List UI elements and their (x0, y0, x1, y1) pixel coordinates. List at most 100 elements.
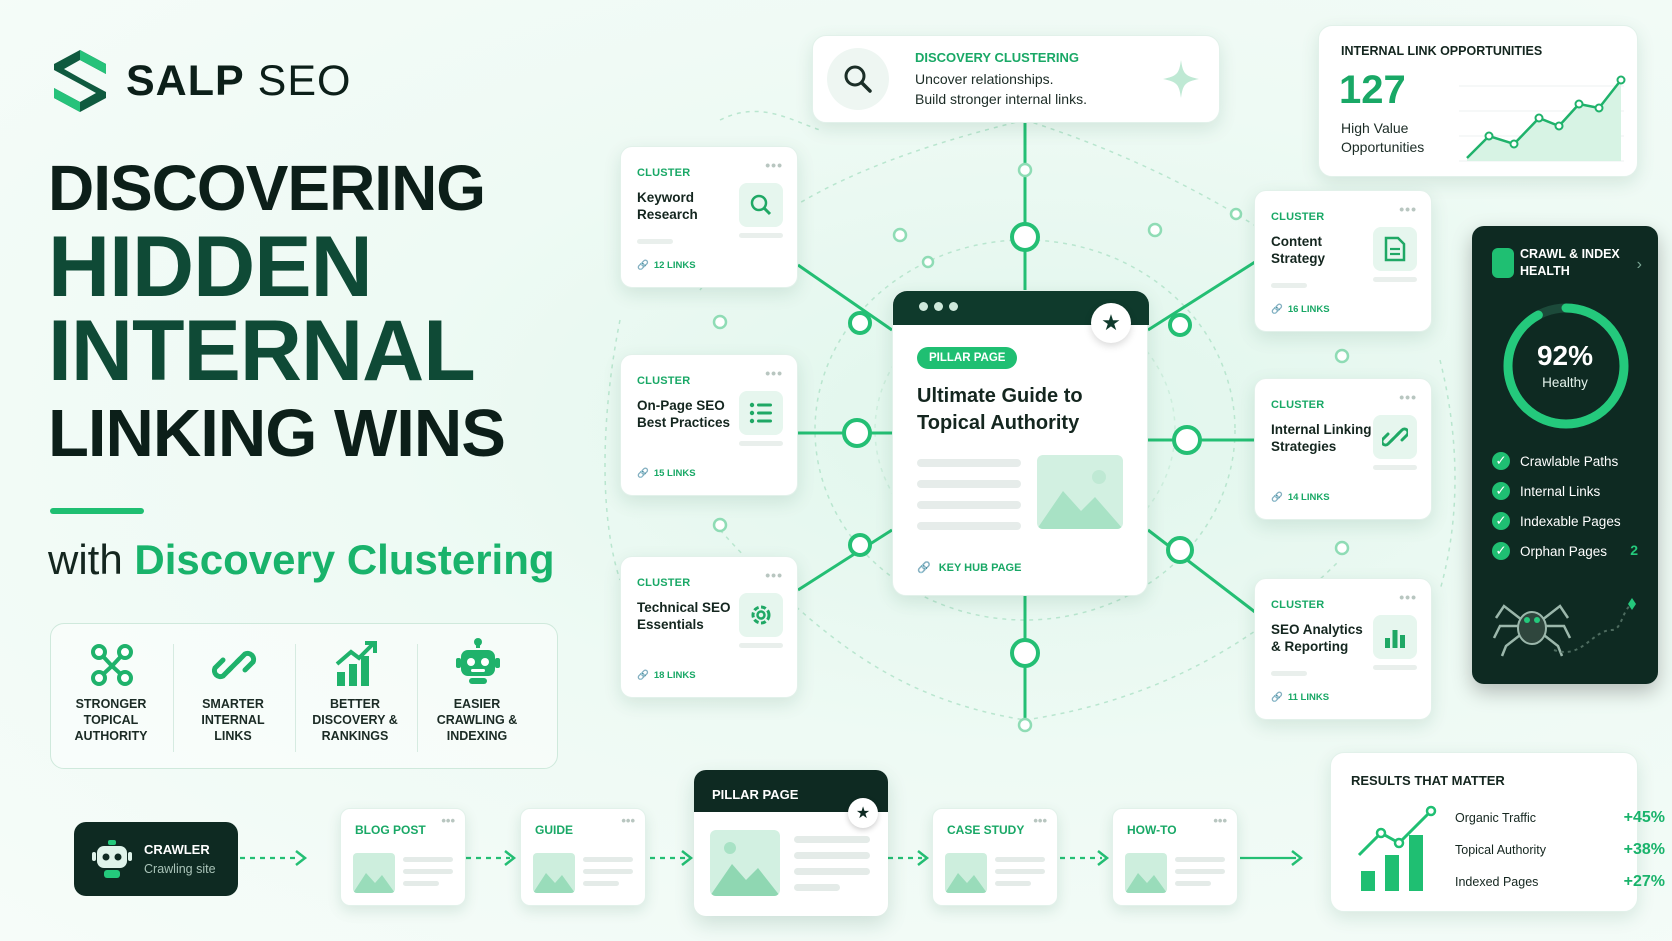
image-placeholder-icon (1037, 455, 1123, 529)
results-row-indexed-pages: +27%Indexed Pages (1455, 873, 1665, 890)
more-icon[interactable]: ••• (621, 813, 635, 828)
results-value: +27% (1623, 873, 1665, 890)
chevron-right-icon[interactable]: › (1636, 256, 1642, 273)
headline-line-1: DISCOVERING (48, 152, 486, 224)
link-icon: 🔗 (917, 562, 931, 574)
discovery-title: DISCOVERY CLUSTERING (915, 50, 1079, 65)
placeholder-line (583, 881, 619, 886)
star-icon[interactable]: ★ (848, 798, 878, 828)
more-icon[interactable]: ••• (1033, 813, 1047, 828)
headline: DISCOVERING HIDDEN INTERNAL LINKING WINS (48, 150, 506, 474)
cluster-links: 🔗12 LINKS (637, 260, 696, 271)
crawler-title: CRAWLER (144, 842, 210, 857)
placeholder-bar (1373, 465, 1417, 470)
flow-pillar-title: PILLAR PAGE (712, 787, 799, 802)
gear-icon (739, 593, 783, 637)
link-icon (211, 650, 257, 680)
flow-card-title: HOW-TO (1127, 823, 1177, 837)
cluster-card-technical-seo[interactable]: CLUSTER ••• Technical SEO Essentials 🔗18… (620, 556, 798, 698)
placeholder-line (1175, 869, 1225, 874)
discovery-line-1: Uncover relationships. (915, 71, 1054, 87)
more-icon[interactable]: ••• (1213, 813, 1227, 828)
more-icon[interactable]: ••• (1399, 201, 1417, 217)
feature-crawling-indexing: EASIER CRAWLING & INDEXING (417, 624, 537, 774)
health-ring (1503, 303, 1629, 429)
flow-card-case-study[interactable]: CASE STUDY ••• (932, 808, 1058, 906)
feature-label: EASIER CRAWLING & INDEXING (436, 697, 518, 743)
feature-divider (295, 644, 296, 752)
sparkle-icon (1163, 60, 1199, 98)
opportunities-card: INTERNAL LINK OPPORTUNITIES 127 High Val… (1318, 25, 1638, 177)
headline-divider (50, 508, 144, 514)
more-icon[interactable]: ••• (1399, 589, 1417, 605)
cluster-name: SEO Analytics & Reporting (1271, 622, 1363, 654)
placeholder-bar (1373, 665, 1417, 670)
flow-card-pillar-page[interactable]: PILLAR PAGE ★ (694, 770, 888, 916)
placeholder-bar (1373, 277, 1417, 282)
feature-divider (417, 644, 418, 752)
health-title-1: CRAWL & INDEX (1520, 247, 1620, 261)
shield-icon (1492, 248, 1514, 278)
feature-divider (173, 644, 174, 752)
link-icon (1373, 415, 1417, 459)
flow-card-guide[interactable]: GUIDE ••• (520, 808, 646, 906)
more-icon[interactable]: ••• (765, 365, 783, 381)
feature-internal-links: SMARTER INTERNAL LINKS (173, 624, 293, 774)
results-card: RESULTS THAT MATTER +45%Organic Traffic … (1330, 752, 1665, 912)
star-icon[interactable]: ★ (1091, 303, 1131, 343)
headline-line-2: HIDDEN (48, 219, 373, 315)
opportunities-value: 127 (1339, 68, 1406, 112)
link-icon: 🔗 (1271, 492, 1283, 503)
salp-logo-icon (54, 50, 106, 112)
more-icon[interactable]: ••• (765, 567, 783, 583)
health-item-orphan: ✓Orphan Pages (1492, 542, 1607, 560)
subheadline-accent: Discovery Clustering (134, 536, 555, 583)
results-value: +45% (1623, 809, 1665, 826)
robot-icon (456, 638, 500, 684)
health-panel: CRAWL & INDEX HEALTH › 92% Healthy ✓Craw… (1472, 226, 1658, 684)
discovery-line-2: Build stronger internal links. (915, 91, 1087, 107)
opportunities-trend-chart (1459, 75, 1626, 162)
image-placeholder-icon (353, 853, 395, 893)
check-icon: ✓ (1492, 482, 1510, 500)
cluster-links: 🔗16 LINKS (1271, 304, 1330, 315)
pillar-footer: 🔗KEY HUB PAGE (917, 561, 1022, 575)
flow-card-how-to[interactable]: HOW-TO ••• (1112, 808, 1238, 906)
cluster-card-on-page-seo[interactable]: CLUSTER ••• On-Page SEO Best Practices 🔗… (620, 354, 798, 496)
health-title-2: HEALTH (1520, 264, 1570, 278)
cluster-card-seo-analytics[interactable]: CLUSTER ••• SEO Analytics & Reporting 🔗1… (1254, 578, 1432, 720)
results-row-topical-authority: +38%Topical Authority (1455, 841, 1665, 858)
placeholder-line (794, 852, 870, 859)
opportunities-label-2: Opportunities (1341, 139, 1425, 155)
features-panel: STRONGER TOPICAL AUTHORITY SMARTER INTER… (50, 623, 558, 769)
feature-topical-authority: STRONGER TOPICAL AUTHORITY (51, 624, 171, 774)
opportunities-title: INTERNAL LINK OPPORTUNITIES (1341, 44, 1543, 58)
flow-card-blog-post[interactable]: BLOG POST ••• (340, 808, 466, 906)
feature-discovery-rankings: BETTER DISCOVERY & RANKINGS (295, 624, 415, 774)
check-icon: ✓ (1492, 542, 1510, 560)
cluster-tag: CLUSTER (1271, 599, 1325, 611)
cluster-links: 🔗14 LINKS (1271, 492, 1330, 503)
more-icon[interactable]: ••• (1399, 389, 1417, 405)
pillar-card[interactable]: ★ PILLAR PAGE Ultimate Guide to Topical … (892, 290, 1149, 596)
more-icon[interactable]: ••• (765, 157, 783, 173)
cluster-card-internal-linking[interactable]: CLUSTER ••• Internal Linking Strategies … (1254, 378, 1432, 520)
headline-line-4: LINKING WINS (48, 396, 506, 471)
pillar-badge: PILLAR PAGE (917, 347, 1018, 369)
pillar-title-1: Ultimate Guide to (917, 385, 1083, 407)
cluster-tag: CLUSTER (637, 167, 691, 179)
cluster-card-keyword-research[interactable]: CLUSTER ••• Keyword Research 🔗12 LINKS (620, 146, 798, 288)
flow-card-title: GUIDE (535, 823, 574, 837)
feature-label: SMARTER INTERNAL LINKS (201, 697, 265, 743)
health-item-internal-links: ✓Internal Links (1492, 482, 1600, 500)
more-icon[interactable]: ••• (441, 813, 455, 828)
brand-name: SALP (126, 56, 245, 105)
orphan-count: 2 (1630, 542, 1638, 558)
bar-chart-icon (1373, 615, 1417, 659)
placeholder-bar (739, 441, 783, 446)
cluster-name: Internal Linking Strategies (1271, 422, 1372, 454)
cluster-links: 🔗15 LINKS (637, 468, 696, 479)
placeholder-line (1271, 671, 1307, 676)
feature-label: STRONGER TOPICAL AUTHORITY (74, 697, 148, 743)
cluster-card-content-strategy[interactable]: CLUSTER ••• Content Strategy 🔗16 LINKS (1254, 190, 1432, 332)
